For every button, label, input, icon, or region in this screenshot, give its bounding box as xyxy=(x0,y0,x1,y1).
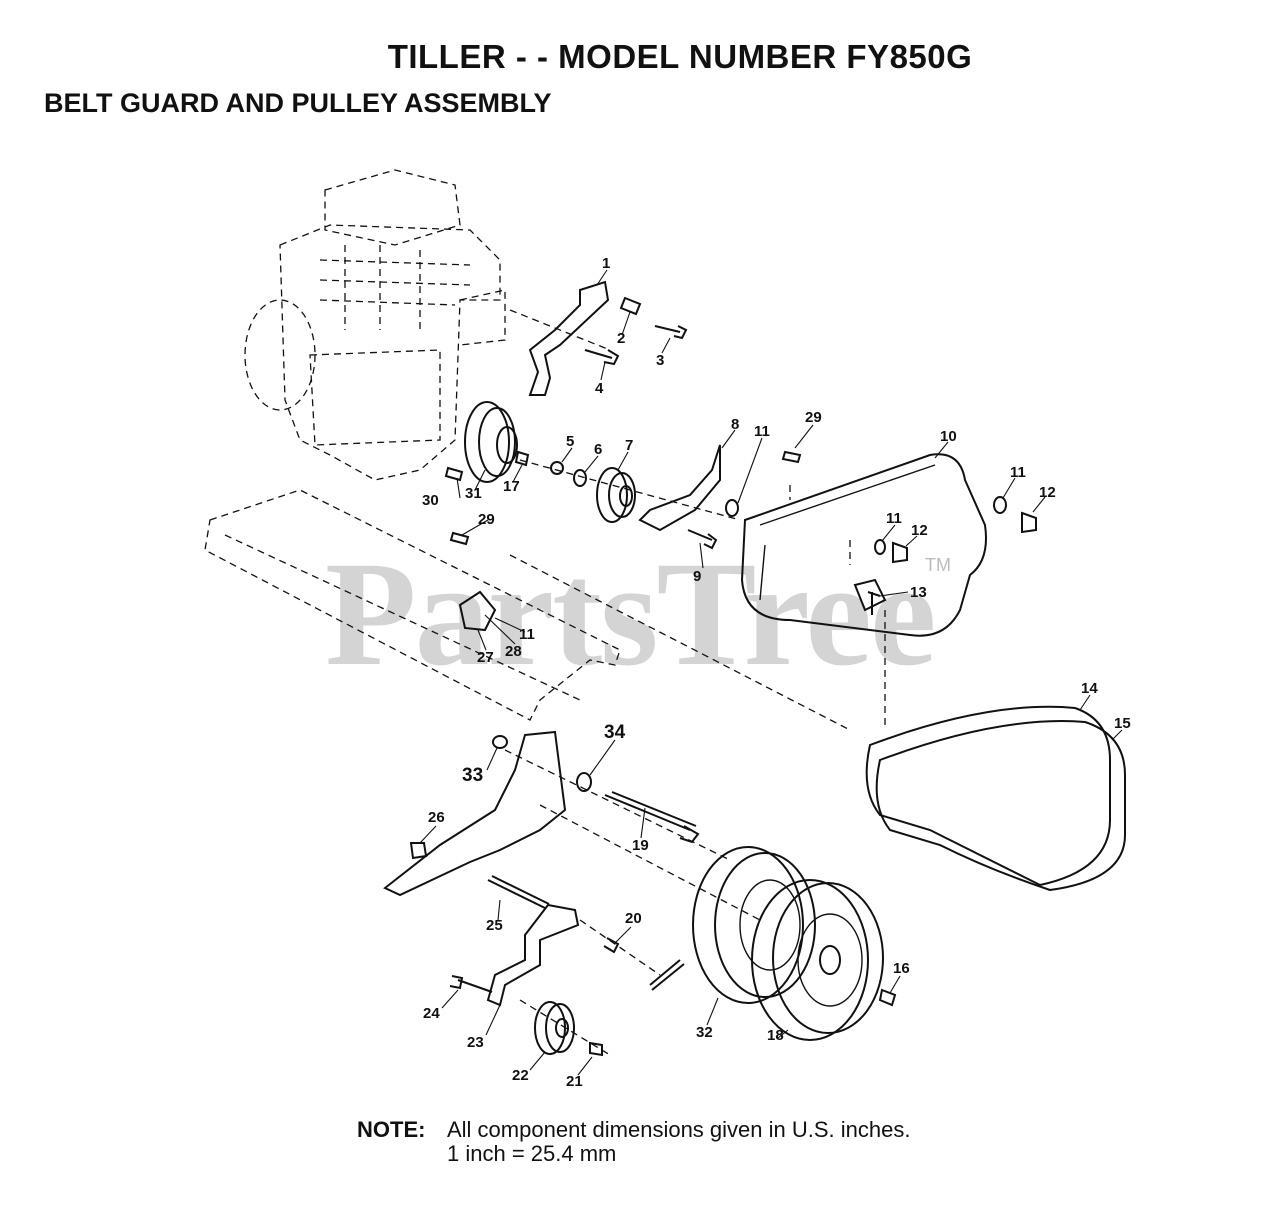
callout-28: 28 xyxy=(505,643,522,660)
callout-8: 8 xyxy=(731,416,739,433)
part-11-washer-a xyxy=(725,499,739,517)
callout-32: 32 xyxy=(696,1024,713,1041)
part-10-belt-guard xyxy=(740,453,987,637)
part-30-setscrew xyxy=(444,466,464,482)
callout-26: 26 xyxy=(428,809,445,826)
trademark-mark: TM xyxy=(925,555,951,575)
callout-29-a: 29 xyxy=(805,409,822,426)
callout-11-a: 11 xyxy=(754,423,770,440)
part-19-shaft xyxy=(604,791,700,844)
part-11-washer-b xyxy=(874,539,886,555)
part-12-nut-b xyxy=(1021,511,1037,534)
part-26-nut xyxy=(409,842,428,860)
part-7-idler-pulley xyxy=(596,467,636,523)
callout-30: 30 xyxy=(422,492,439,509)
callout-31: 31 xyxy=(465,485,482,502)
callout-13: 13 xyxy=(910,584,927,601)
part-23-idler-bracket xyxy=(486,903,580,1007)
part-2-clip xyxy=(619,296,642,316)
diagram-subtitle: BELT GUARD AND PULLEY ASSEMBLY xyxy=(44,88,552,118)
callout-29-b: 29 xyxy=(478,511,495,528)
part-18-pulley xyxy=(751,879,884,1041)
part-24-bolt xyxy=(449,975,493,993)
part-25-shaft xyxy=(487,875,550,909)
diagram-title: TILLER - - MODEL NUMBER FY850G xyxy=(387,38,973,75)
assembly-lines xyxy=(504,309,886,1056)
callout-11-c: 11 xyxy=(1010,464,1026,481)
leader-lines xyxy=(419,269,1123,1076)
part-1-bracket xyxy=(528,280,610,396)
part-11-washer-c xyxy=(993,496,1007,514)
part-16-retainer xyxy=(878,988,897,1007)
part-22-idler-pulley xyxy=(534,1001,575,1055)
callout-labels: 1 2 3 4 5 6 7 8 9 10 11 11 11 11 12 12 1… xyxy=(422,255,1131,1090)
callout-34: 34 xyxy=(604,722,626,743)
part-21-nut xyxy=(589,1041,603,1057)
callout-15: 15 xyxy=(1114,715,1131,732)
callout-12-a: 12 xyxy=(1039,484,1056,501)
callout-14: 14 xyxy=(1081,680,1098,697)
callout-11-d: 11 xyxy=(519,626,535,643)
callout-33: 33 xyxy=(462,765,483,786)
spring xyxy=(649,959,685,991)
callout-25: 25 xyxy=(486,917,503,934)
callout-9: 9 xyxy=(693,568,701,585)
callout-16: 16 xyxy=(893,960,910,977)
part-14-belt xyxy=(865,705,1111,887)
part-8-idler-arm xyxy=(638,444,721,532)
callout-18: 18 xyxy=(767,1027,784,1044)
part-33-washer xyxy=(492,735,508,749)
callout-5: 5 xyxy=(566,433,574,450)
part-29-clip-a xyxy=(781,450,802,464)
callout-6: 6 xyxy=(594,441,602,458)
part-32-pulley xyxy=(692,846,816,1004)
part-4-bolt xyxy=(584,349,620,366)
part-15-belt xyxy=(875,720,1126,892)
callout-17: 17 xyxy=(503,478,520,495)
note-label: NOTE: xyxy=(357,1117,426,1142)
note-line-2: 1 inch = 25.4 mm xyxy=(447,1141,617,1166)
part-6-washer xyxy=(573,469,587,487)
callout-1: 1 xyxy=(602,255,610,272)
callout-24: 24 xyxy=(423,1005,440,1022)
part-3-bolt xyxy=(654,325,688,340)
partstree-watermark: PartsTree xyxy=(325,531,936,697)
part-33-bracket xyxy=(383,730,567,897)
part-34-washer xyxy=(576,772,592,792)
part-5-nut xyxy=(550,461,564,475)
part-20-spring-clip xyxy=(603,937,620,954)
callout-19: 19 xyxy=(632,837,649,854)
engine-outline xyxy=(244,169,506,481)
callout-12-b: 12 xyxy=(911,522,928,539)
callout-23: 23 xyxy=(467,1034,484,1051)
callout-20: 20 xyxy=(625,910,642,927)
callout-2: 2 xyxy=(617,330,625,347)
callout-21: 21 xyxy=(566,1073,583,1090)
dimension-note: NOTE: All component dimensions given in U… xyxy=(357,1118,910,1166)
callout-4: 4 xyxy=(595,380,604,397)
callout-3: 3 xyxy=(656,352,664,369)
part-17-key xyxy=(514,450,530,467)
part-13-screw xyxy=(867,591,881,615)
callout-11-b: 11 xyxy=(886,510,902,527)
callout-10: 10 xyxy=(940,428,957,445)
note-line-1: All component dimensions given in U.S. i… xyxy=(447,1117,911,1142)
part-31-engine-pulley xyxy=(464,401,518,483)
part-29-clip-b xyxy=(449,531,470,546)
callout-27: 27 xyxy=(477,649,494,666)
callout-22: 22 xyxy=(512,1067,529,1084)
part-12-nut-a xyxy=(892,541,908,564)
part-9-bolt xyxy=(687,529,718,550)
callout-7: 7 xyxy=(625,437,633,454)
tiller-shield xyxy=(204,489,621,721)
